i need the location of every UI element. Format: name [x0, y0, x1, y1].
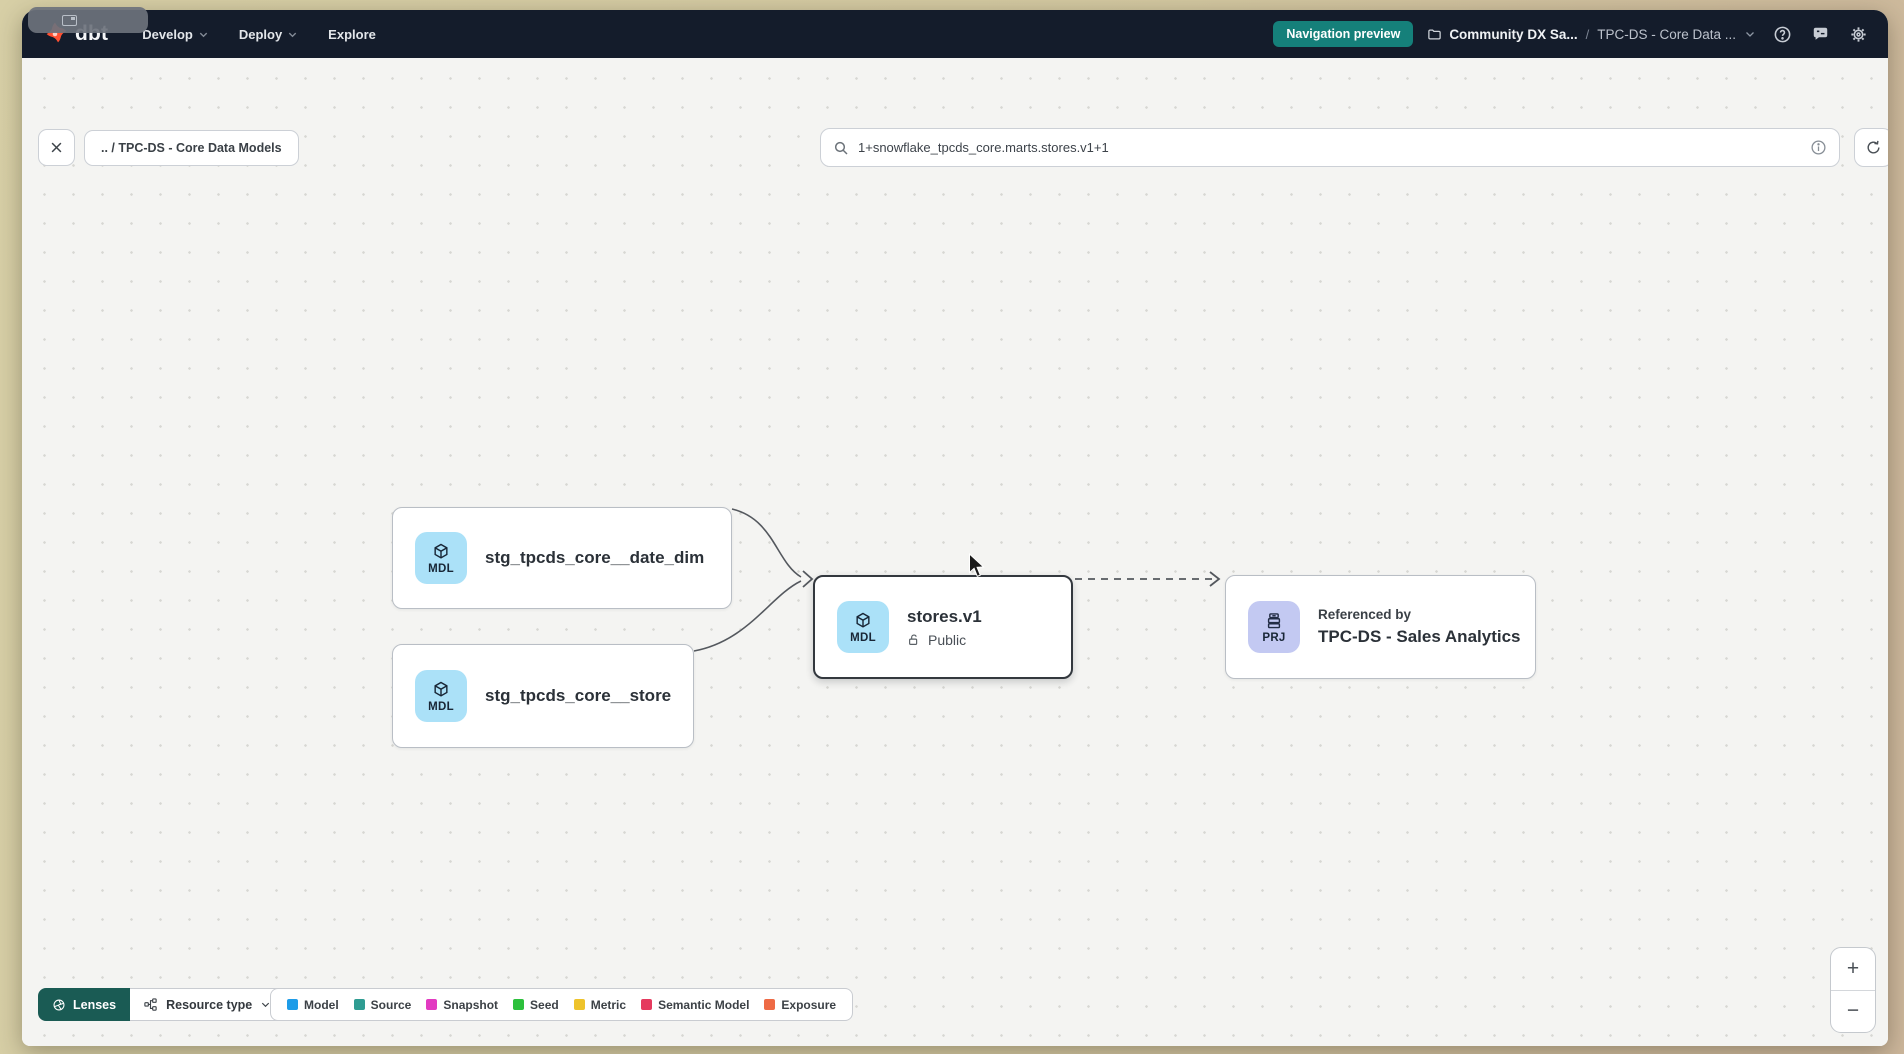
legend-swatch: [641, 999, 653, 1010]
cube-icon: [434, 681, 448, 697]
node-stg-tpcds-core-date-dim[interactable]: MDL stg_tpcds_core__date_dim: [392, 507, 732, 609]
node-label: stg_tpcds_core__store: [485, 686, 672, 705]
lineage-canvas[interactable]: .. / TPC-DS - Core Data Models MDL: [22, 58, 1888, 1046]
legend-swatch: [764, 999, 776, 1010]
search-icon: [834, 141, 848, 155]
legend-metric: Metric: [573, 998, 626, 1012]
feedback-icon[interactable]: [1808, 22, 1832, 46]
legend-seed: Seed: [513, 998, 559, 1012]
help-icon[interactable]: [1770, 22, 1794, 46]
lenses-controls: Lenses Resource type: [38, 988, 286, 1021]
breadcrumb: Community DX Sa... / TPC-DS - Core Data …: [1427, 27, 1756, 42]
settings-gear-icon[interactable]: [1846, 22, 1870, 46]
navigation-preview-badge[interactable]: Navigation preview: [1273, 21, 1414, 47]
nav-menu-explore[interactable]: Explore: [328, 26, 376, 42]
nav-menu-deploy[interactable]: Deploy: [239, 27, 298, 42]
lens-aperture-icon: [53, 999, 65, 1010]
legend-swatch: [287, 999, 298, 1010]
cube-icon: [434, 543, 448, 559]
zoom-controls: + −: [1830, 947, 1876, 1033]
legend-semantic-model: Semantic Model: [641, 998, 749, 1012]
lock-open-icon: [909, 634, 918, 645]
node-referenced-by-sales-analytics[interactable]: PRJ Referenced by TPC-DS - Sales Analyti…: [1225, 575, 1536, 679]
legend-snapshot: Snapshot: [426, 998, 498, 1012]
legend-swatch: [353, 999, 365, 1010]
legend-swatch: [426, 999, 438, 1010]
refresh-icon: [1867, 140, 1880, 154]
folder-icon: [1428, 29, 1442, 39]
node-label: stg_tpcds_core__date_dim: [485, 548, 705, 567]
refresh-button[interactable]: [1854, 128, 1888, 167]
top-navbar: dbt Develop Deploy Explore Navigation pr…: [22, 10, 1888, 58]
node-kicker: Referenced by: [1318, 607, 1412, 622]
info-icon[interactable]: [1810, 139, 1827, 156]
chevron-down-icon: [199, 32, 208, 37]
legend-exposure: Exposure: [764, 998, 836, 1012]
cube-icon: [856, 612, 870, 628]
selector-input[interactable]: [858, 140, 1801, 155]
model-resource-tile: MDL: [837, 601, 889, 653]
legend-swatch: [513, 999, 525, 1010]
breadcrumb-current[interactable]: TPC-DS - Core Data ...: [1597, 26, 1736, 42]
legend-source: Source: [353, 998, 411, 1012]
node-label: TPC-DS - Sales Analytics: [1318, 627, 1521, 646]
resource-type-dropdown[interactable]: Resource type: [130, 988, 286, 1021]
resource-type-legend: Model Source Snapshot Seed Metric Semant…: [270, 988, 854, 1021]
legend-model: Model: [287, 998, 339, 1012]
node-label: stores.v1: [907, 606, 982, 626]
app-window: dbt Develop Deploy Explore Navigation pr…: [22, 10, 1888, 1046]
node-access: Public: [907, 632, 982, 648]
chevron-down-icon: [262, 1002, 270, 1008]
node-stg-tpcds-core-store[interactable]: MDL stg_tpcds_core__store: [392, 644, 694, 748]
lineage-path-chip[interactable]: .. / TPC-DS - Core Data Models: [84, 130, 299, 166]
project-stack-icon: [1267, 612, 1281, 628]
chevron-down-icon[interactable]: [1744, 28, 1756, 40]
resource-graph-icon: [144, 998, 157, 1011]
model-resource-tile: MDL: [415, 532, 467, 584]
project-resource-tile: PRJ: [1248, 601, 1300, 653]
model-resource-tile: MDL: [415, 670, 467, 722]
breadcrumb-separator: /: [1585, 26, 1590, 42]
navbar-right: Navigation preview Community DX Sa... / …: [1273, 21, 1870, 47]
close-icon: [51, 142, 62, 153]
lenses-button[interactable]: Lenses: [38, 988, 131, 1021]
breadcrumb-project[interactable]: Community DX Sa...: [1427, 27, 1578, 42]
chevron-down-icon: [288, 32, 297, 37]
lineage-selector-bar[interactable]: [820, 128, 1840, 167]
legend-swatch: [573, 999, 585, 1010]
zoom-out-button[interactable]: −: [1846, 999, 1860, 1023]
window-icon: [62, 14, 77, 26]
node-stores-v1[interactable]: MDL stores.v1 Public: [813, 575, 1073, 679]
zoom-in-button[interactable]: +: [1831, 948, 1875, 991]
lineage-edges: [693, 508, 1221, 652]
close-lineage-button[interactable]: [38, 129, 75, 166]
nav-menu-develop[interactable]: Develop: [142, 27, 209, 42]
screen-capture-pill: [28, 7, 148, 33]
